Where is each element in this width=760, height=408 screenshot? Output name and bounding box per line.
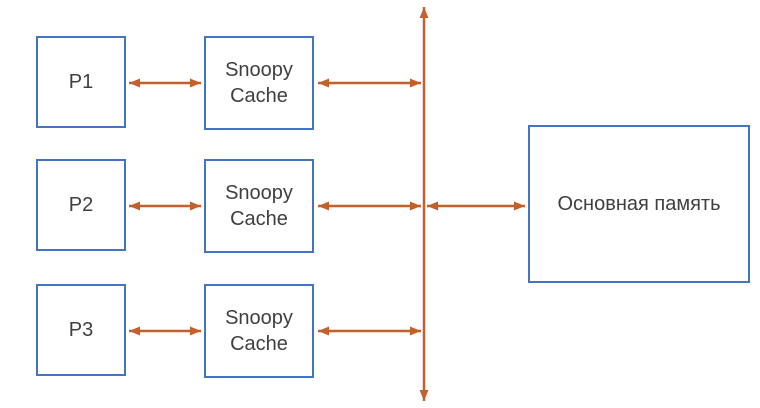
processor-label: P1: [68, 71, 94, 93]
cache-label: Snoopy Cache: [225, 182, 293, 230]
processor-box-p1: P1: [36, 36, 126, 128]
snoopy-cache-box-3: Snoopy Cache: [204, 284, 314, 378]
processor-label: P3: [68, 319, 94, 341]
processor-box-p2: P2: [36, 159, 126, 251]
snoopy-cache-box-2: Snoopy Cache: [204, 159, 314, 253]
main-memory-label: Основная память: [557, 193, 721, 215]
processor-label: P2: [68, 194, 94, 216]
processor-box-p3: P3: [36, 284, 126, 376]
main-memory-box: Основная память: [528, 125, 750, 283]
cache-label: Snoopy Cache: [225, 59, 293, 107]
cache-label: Snoopy Cache: [225, 307, 293, 355]
snoopy-cache-box-1: Snoopy Cache: [204, 36, 314, 130]
